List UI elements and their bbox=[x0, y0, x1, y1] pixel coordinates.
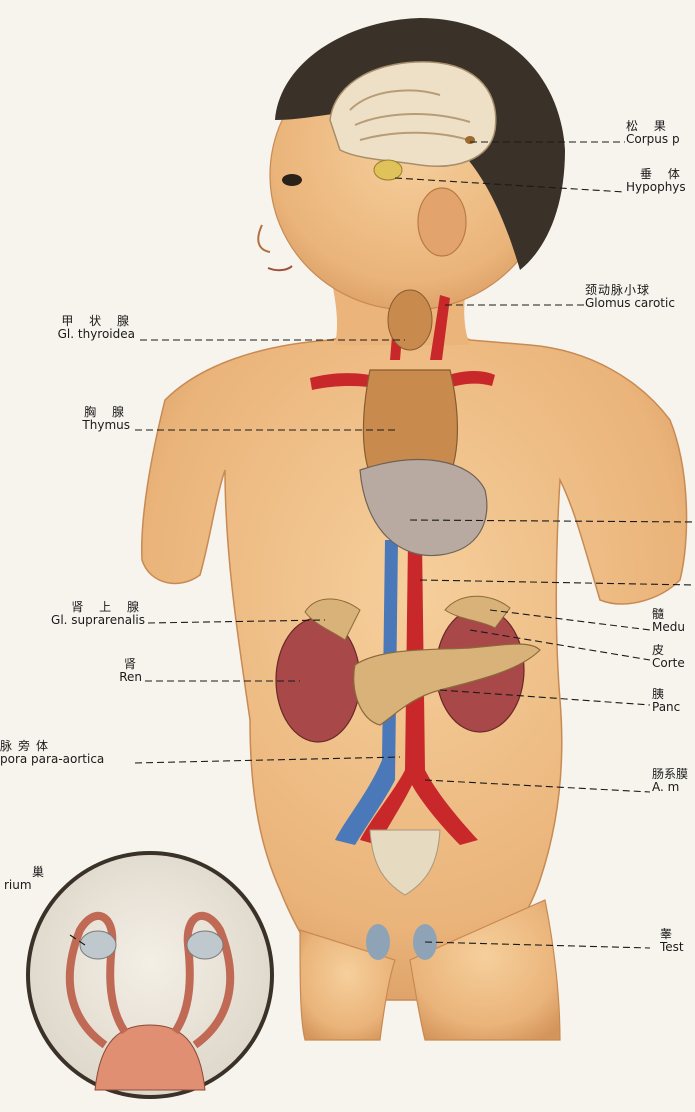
label-hypophysis-la: Hypophys bbox=[626, 180, 686, 194]
label-suprarenal: 肾 上 腺 Gl. suprarenalis bbox=[5, 601, 145, 627]
label-thymus-la: Thymus bbox=[82, 418, 130, 432]
label-hypophysis: 垂 体 Hypophys bbox=[626, 168, 695, 194]
label-ovarium: 巢 rium bbox=[4, 866, 64, 892]
label-thyroid: 甲 状 腺 Gl. thyroidea bbox=[20, 315, 135, 341]
label-pineal-la: Corpus p bbox=[626, 132, 680, 146]
label-ren: 肾 Ren bbox=[20, 658, 142, 684]
label-cortex-la: Corte bbox=[652, 656, 685, 670]
label-testis-la: Test bbox=[660, 940, 684, 954]
label-cortex: 皮 Corte bbox=[652, 644, 695, 670]
label-medulla-la: Medu bbox=[652, 620, 685, 634]
label-thyroid-la: Gl. thyroidea bbox=[58, 327, 135, 341]
label-mesenteric-la: A. m bbox=[652, 780, 679, 794]
label-pineal: 松 果 Corpus p bbox=[626, 120, 695, 146]
label-ovarium-la: rium bbox=[4, 878, 32, 892]
label-ren-la: Ren bbox=[119, 670, 142, 684]
label-testis: 睾 Test bbox=[660, 928, 695, 954]
ovary-inset bbox=[28, 853, 272, 1097]
label-glomus-la: Glomus carotic bbox=[585, 296, 675, 310]
label-para-aortica: 脉旁体 pora para-aortica bbox=[0, 740, 140, 766]
label-medulla: 髓 Medu bbox=[652, 608, 695, 634]
label-pancreas-la: Panc bbox=[652, 700, 680, 714]
label-suprarenal-la: Gl. suprarenalis bbox=[51, 613, 145, 627]
label-para-aortica-la: pora para-aortica bbox=[0, 752, 104, 766]
label-pancreas: 胰 Panc bbox=[652, 688, 695, 714]
label-mesenteric: 肠系膜 A. m bbox=[652, 768, 695, 794]
label-thymus: 胸 腺 Thymus bbox=[20, 406, 130, 432]
label-glomus: 颈动脉小球 Glomus carotic bbox=[585, 284, 695, 310]
